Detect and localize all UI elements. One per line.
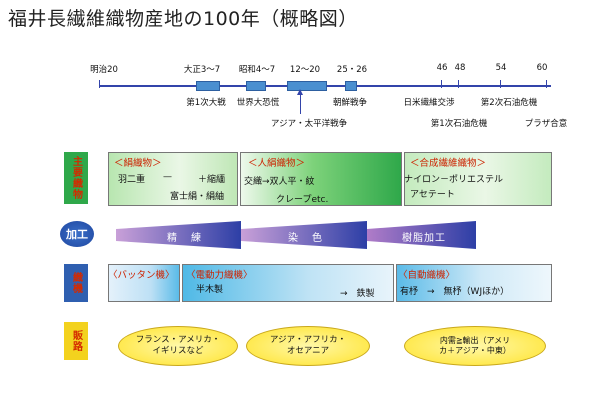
- side-label-markets: 販路: [64, 322, 88, 360]
- tick-48: [458, 80, 459, 88]
- materials-col3: [404, 152, 552, 206]
- materials-col2-header: ＜人絹織物＞: [248, 158, 306, 169]
- machines-col2-line2: → 鉄製: [340, 289, 375, 299]
- tick-label: 60: [536, 63, 548, 73]
- materials-col3-line1: ナイロン－ポリエステル: [404, 175, 504, 185]
- machines-col1-header: 〈バッタン機〉: [108, 270, 175, 281]
- tick-label: 明治20: [90, 65, 118, 75]
- machines-col2: [182, 264, 394, 302]
- processing-arrow-scouring: [116, 221, 241, 249]
- materials-col1-line1c: ＋縮緬: [198, 175, 226, 185]
- market-ellipse-3: 内需≧輸出（アメリ カ＋アジア・中東）: [404, 326, 546, 366]
- tick-label: 25・26: [336, 65, 368, 75]
- era-box-showa: [246, 81, 266, 91]
- machines-col3: [396, 264, 552, 302]
- machines-col2-line1: 半木製: [196, 285, 224, 295]
- materials-col1: [108, 152, 238, 206]
- materials-col2-line2: クレープetc.: [276, 195, 329, 205]
- materials-col1-line1b: —: [163, 172, 172, 182]
- tick-label: 54: [495, 63, 507, 73]
- materials-col1-line1a: 羽二重: [118, 175, 146, 185]
- market-label: アジア・アフリカ・ オセアニア: [269, 334, 347, 356]
- processing-label: 染 色: [288, 233, 324, 244]
- tick-46: [441, 80, 442, 88]
- war-arrow-head: [297, 89, 303, 95]
- event-label: 第1次石油危機: [430, 119, 488, 129]
- event-label: 第2次石油危機: [480, 98, 538, 108]
- materials-col2-line1: 交織→双人平・紋: [244, 177, 315, 187]
- event-label: 第1次大戦: [186, 98, 226, 108]
- materials-col1-header: ＜絹織物＞: [114, 158, 162, 169]
- machines-col3-line1: 有杼 → 無杼（WJほか）: [400, 287, 510, 297]
- tick-label: 12〜20: [289, 65, 321, 75]
- market-ellipse-1: フランス・アメリカ・ イギリスなど: [118, 326, 238, 366]
- tick-meiji20: [99, 80, 100, 88]
- market-label: フランス・アメリカ・ イギリスなど: [135, 334, 221, 356]
- tick-label: 昭和4〜7: [238, 65, 276, 75]
- era-box-war: [287, 81, 327, 91]
- materials-col2: [240, 152, 402, 206]
- tick-54: [500, 80, 501, 88]
- war-arrow-line: [300, 92, 301, 114]
- tick-label: 48: [454, 63, 466, 73]
- processing-label: 樹脂加工: [402, 233, 446, 244]
- event-label: アジア・太平洋戦争: [270, 119, 348, 129]
- market-label: 内需≧輸出（アメリ カ＋アジア・中東）: [439, 335, 511, 355]
- materials-col3-line2: アセテート: [410, 190, 455, 200]
- machines-col1: [108, 264, 180, 302]
- era-box-taisho: [196, 81, 220, 91]
- machines-col3-header: 〈自動織機〉: [398, 270, 456, 281]
- event-label: 世界大恐慌: [236, 98, 280, 108]
- page-title: 福井長繊維織物産地の100年（概略図）: [8, 8, 358, 30]
- event-label: プラザ合意: [524, 119, 568, 129]
- era-box-korea: [345, 81, 357, 91]
- materials-col3-header: ＜合成繊維織物＞: [410, 158, 487, 169]
- event-label: 日米繊維交渉: [403, 98, 455, 108]
- processing-arrow-dyeing: [241, 221, 367, 249]
- side-label-materials: 主要織物: [64, 152, 88, 204]
- timeline: 明治20 大正3〜7 昭和4〜7 12〜20 25・26 46 48 54 60…: [0, 0, 600, 135]
- processing-label: 精 練: [167, 233, 203, 244]
- tick-label: 大正3〜7: [183, 65, 221, 75]
- tick-label: 46: [436, 63, 448, 73]
- side-label-machines: 織機: [64, 264, 88, 302]
- materials-col1-line2: 富士絹・絹紬: [170, 192, 225, 202]
- event-label: 朝鮮戦争: [332, 98, 368, 108]
- side-label-processing: 加工: [60, 221, 94, 247]
- tick-60: [546, 80, 547, 88]
- machines-col2-header: 〈電動力織機〉: [186, 270, 253, 281]
- processing-arrow-resin: [367, 221, 476, 249]
- market-ellipse-2: アジア・アフリカ・ オセアニア: [246, 326, 370, 366]
